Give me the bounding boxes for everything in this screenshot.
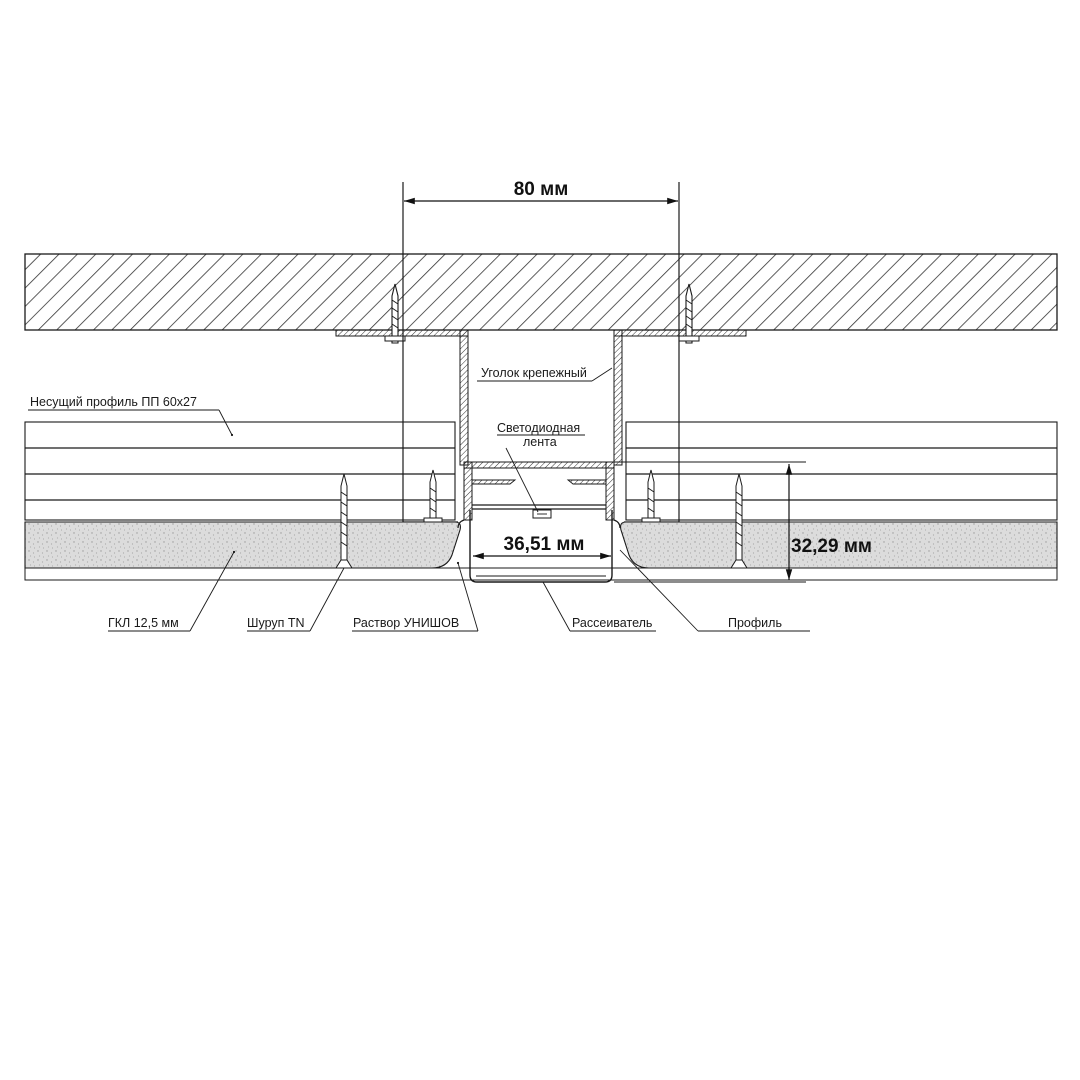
drywall-left [24,521,461,569]
carrier-profile-left [24,421,456,521]
leader-led-strip [497,434,585,513]
drywall-screw-4 [730,473,748,569]
leader-drywall [108,550,236,632]
drywall-screw-2 [423,469,443,523]
leader-carrier-profile [28,409,234,437]
dimension-width-label: 80 мм [514,179,569,200]
drywall-screw-1 [335,473,353,569]
label-bracket: Уголок крепежный [481,366,587,380]
led-strip [532,509,552,519]
dimension-depth [614,461,806,583]
slab-screw-left [384,283,406,344]
leader-diffuser [542,581,656,632]
drywall-screw-3 [641,469,661,523]
label-mortar: Раствор УНИШОВ [353,616,459,630]
leader-profile [619,549,810,632]
dimension-depth-label: 32,29 мм [791,536,872,557]
finish-layer [24,567,1058,581]
label-drywall: ГКЛ 12,5 мм [108,616,179,630]
led-profile [457,461,621,529]
diffuser [469,510,613,583]
leader-bracket [477,367,613,382]
label-led-line2: лента [523,435,557,449]
label-carrier-profile: Несущий профиль ПП 60х27 [30,395,197,409]
label-diffuser: Рассеиватель [572,616,652,630]
leader-screw [247,567,345,632]
dimension-channel-label: 36,51 мм [504,534,585,555]
concrete-slab [24,253,1058,331]
leader-mortar [352,561,479,632]
slab-screw-right [678,283,700,344]
label-screw: Шуруп TN [247,616,305,630]
carrier-profile-right [625,421,1058,521]
label-led-line1: Светодиодная [497,421,580,435]
mounting-bracket-right [613,329,747,466]
label-profile: Профиль [728,616,782,630]
